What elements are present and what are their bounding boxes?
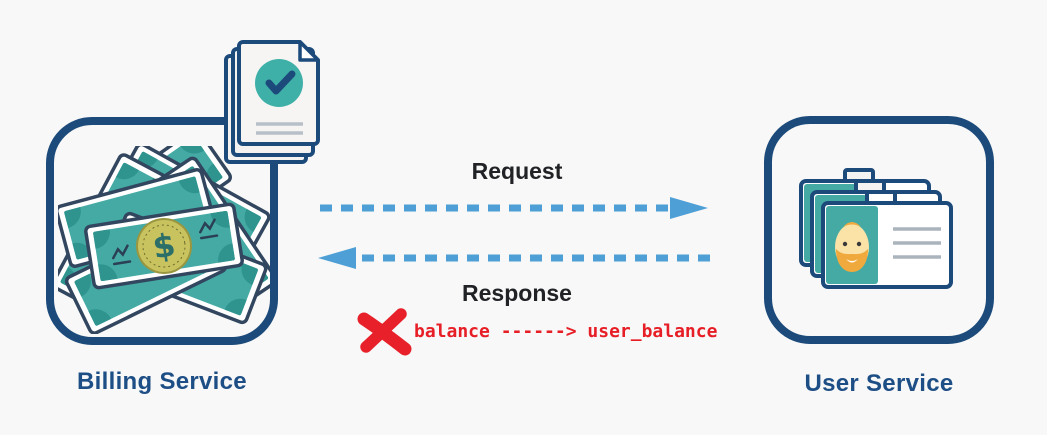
billing-service-box [46,117,278,345]
document-stack [224,40,320,164]
user-service-box [764,116,994,344]
arrow-head-left [318,247,356,269]
user-avatar [835,222,869,272]
error-code-annotation: balance ------> user_balance [414,321,718,342]
request-label: Request [471,158,563,184]
billing-service-label: Billing Service [77,368,247,395]
check-icon [265,70,296,95]
user-service-label: User Service [804,370,954,397]
x-mark-icon [357,308,412,356]
id-cards-icon [799,168,953,289]
arrow-head-right [670,197,708,219]
bill-pile: $ [58,146,270,334]
id-card-stack [799,168,953,289]
request-arrow [320,197,708,219]
money-stack-icon: $ [58,146,270,334]
approved-documents-icon [224,40,320,164]
front-bill: $ [73,191,254,301]
response-label: Response [462,280,572,306]
response-arrow [318,247,714,269]
